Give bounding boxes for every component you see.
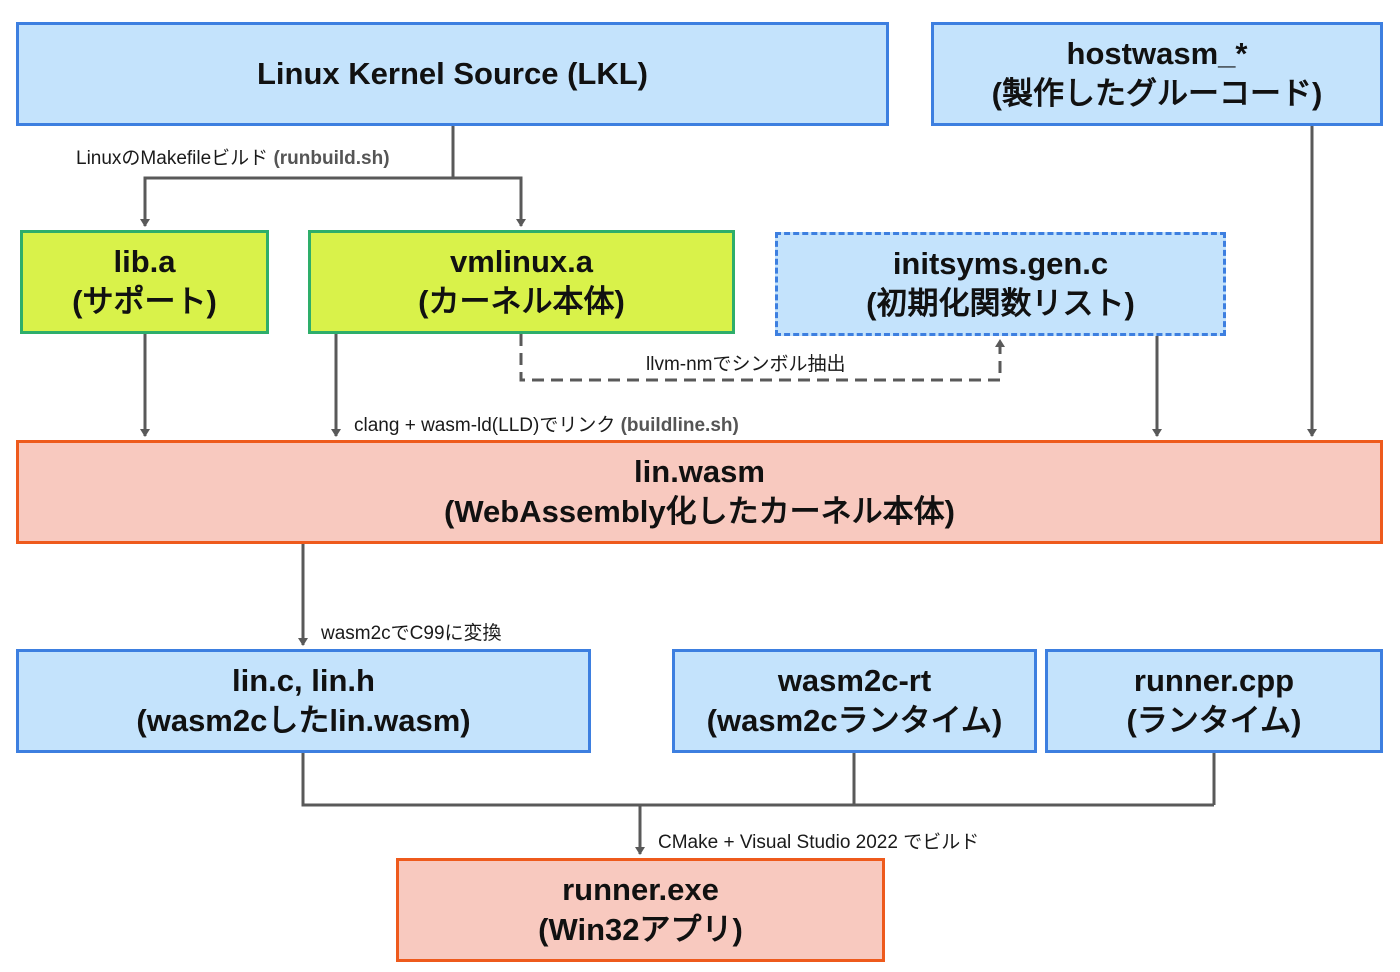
clang-link-script: (buildline.sh) (620, 415, 739, 436)
cmake-label: CMake + Visual Studio 2022 でビルド (658, 832, 979, 854)
connector-source-to-lib (140, 176, 453, 227)
connector-linc-merge (301, 753, 1214, 807)
runner-cpp-subtitle: (ランタイム) (1126, 703, 1302, 738)
runner-exe-box: runner.exe (Win32アプリ) (396, 858, 885, 962)
linux-kernel-source-box: Linux Kernel Source (LKL) (16, 22, 889, 126)
hostwasm-title: hostwasm_* (1066, 36, 1248, 71)
connector-vmlinux-to-initsyms (519, 334, 1005, 382)
runner-exe-subtitle: (Win32アプリ) (538, 912, 743, 947)
initsyms-subtitle: (初期化関数リスト) (866, 286, 1135, 321)
lin-c-title: lin.c, lin.h (232, 663, 375, 698)
vmlinux-a-title: vmlinux.a (450, 244, 593, 279)
clang-link-text: clang + wasm-ld(LLD)でリンク (354, 415, 621, 436)
wasm2c-rt-subtitle: (wasm2cランタイム) (706, 703, 1003, 738)
vmlinux-a-box: vmlinux.a (カーネル本体) (308, 230, 735, 334)
lib-a-box: lib.a (サポート) (20, 230, 269, 334)
makefile-build-label: LinuxのMakefileビルド (runbuild.sh) (76, 148, 390, 170)
connector-source-to-vmlinux (453, 176, 526, 227)
runner-cpp-title: runner.cpp (1133, 663, 1295, 698)
vmlinux-a-subtitle: (カーネル本体) (418, 284, 625, 319)
runner-cpp-box: runner.cpp (ランタイム) (1045, 649, 1383, 753)
makefile-build-script: (runbuild.sh) (273, 148, 390, 169)
linux-kernel-source-title: Linux Kernel Source (LKL) (257, 56, 648, 91)
lib-a-subtitle: (サポート) (72, 284, 217, 319)
lin-wasm-title: lin.wasm (634, 454, 765, 489)
clang-link-label: clang + wasm-ld(LLD)でリンク (buildline.sh) (354, 415, 739, 437)
initsyms-box: initsyms.gen.c (初期化関数リスト) (775, 232, 1226, 336)
lin-wasm-box: lin.wasm (WebAssembly化したカーネル本体) (16, 440, 1383, 544)
hostwasm-box: hostwasm_* (製作したグルーコード) (931, 22, 1383, 126)
wasm2c-rt-box: wasm2c-rt (wasm2cランタイム) (672, 649, 1037, 753)
makefile-build-text: LinuxのMakefileビルド (76, 148, 274, 169)
initsyms-title: initsyms.gen.c (892, 246, 1109, 281)
lin-wasm-subtitle: (WebAssembly化したカーネル本体) (444, 494, 955, 529)
lib-a-title: lib.a (113, 244, 176, 279)
runner-exe-title: runner.exe (562, 872, 719, 907)
cmake-text: CMake + Visual Studio 2022 でビルド (658, 832, 980, 853)
hostwasm-subtitle: (製作したグルーコード) (991, 76, 1323, 111)
lin-c-box: lin.c, lin.h (wasm2cしたlin.wasm) (16, 649, 591, 753)
wasm2c-text: wasm2cでC99に変換 (321, 623, 502, 644)
llvm-nm-label: llvm-nmでシンボル抽出 (646, 354, 846, 376)
lin-c-subtitle: (wasm2cしたlin.wasm) (136, 703, 471, 738)
wasm2c-label: wasm2cでC99に変換 (321, 623, 502, 645)
wasm2c-rt-title: wasm2c-rt (777, 663, 932, 698)
llvm-nm-text: llvm-nmでシンボル抽出 (646, 354, 846, 375)
